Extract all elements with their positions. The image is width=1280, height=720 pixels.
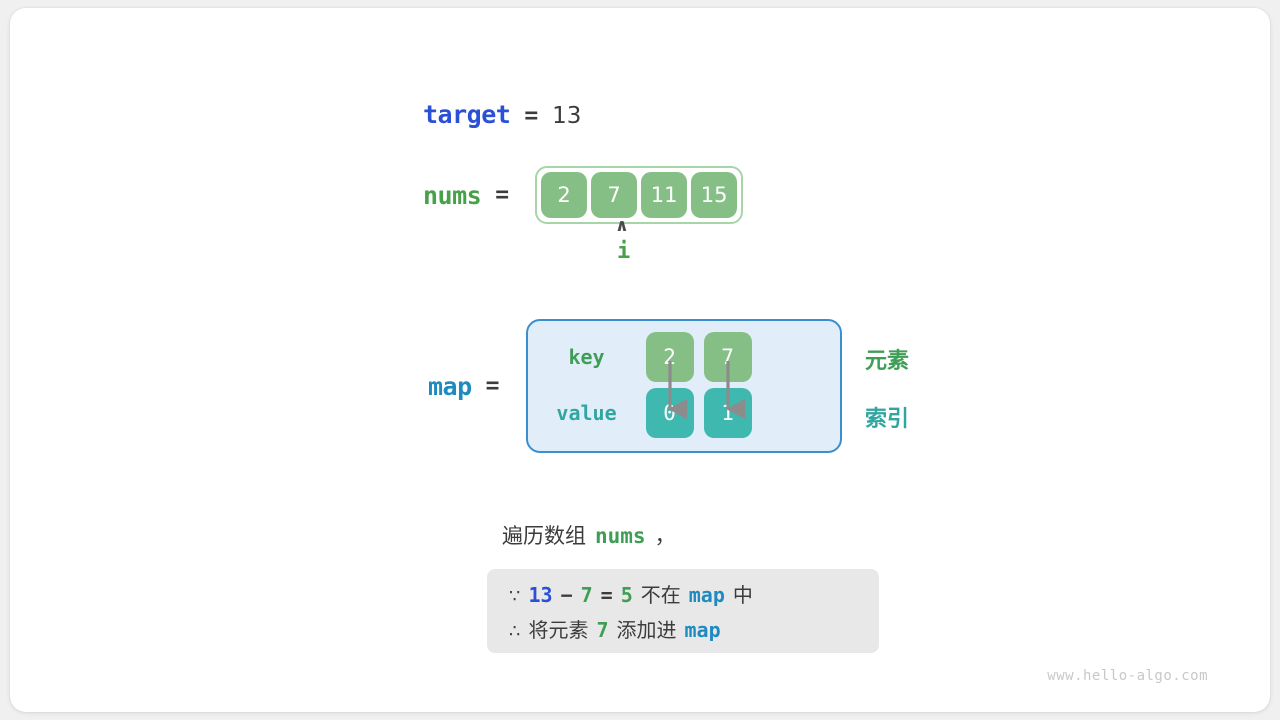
side-label-element: 元素 xyxy=(865,349,910,374)
note2-map: map xyxy=(684,618,721,642)
map-key-cell: 2 xyxy=(645,332,694,382)
explanation-line-1: ∵ 13 − 7 = 5 不在 map 中 xyxy=(509,579,879,608)
array-container: 2 7 11 15 xyxy=(535,166,744,224)
map-container: key 2 7 value 0 1 xyxy=(525,319,842,453)
pointer-caret-icon: ∧ xyxy=(615,216,629,236)
caption-prefix: 遍历数组 xyxy=(502,524,586,548)
nums-equals: = xyxy=(495,182,510,208)
caption-code: nums xyxy=(595,524,646,548)
map-value-cells: 0 1 xyxy=(645,388,752,438)
map-row: map = key 2 7 value 0 1 xyxy=(428,319,842,453)
therefore-symbol: ∴ xyxy=(509,621,521,642)
target-row: target = 13 xyxy=(423,100,581,129)
explanation-box: ∵ 13 − 7 = 5 不在 map 中 ∴ 将元素 7 添加进 map xyxy=(487,569,879,653)
map-value-row: value 0 1 xyxy=(528,387,840,439)
map-equals: = xyxy=(485,373,500,399)
pointer-label: i xyxy=(617,239,631,264)
map-key-row-label: key xyxy=(568,345,605,369)
map-key-cells: 2 7 xyxy=(645,332,752,382)
note1-result: 5 xyxy=(620,583,633,607)
map-key-row: key 2 7 xyxy=(528,331,840,383)
nums-row: nums = 2 7 11 15 xyxy=(423,166,744,224)
caption-suffix: ， xyxy=(654,524,676,548)
array-cell: 11 xyxy=(641,172,688,218)
note1-eq: = xyxy=(600,583,613,607)
note1-b: 7 xyxy=(580,583,593,607)
target-value: 13 xyxy=(552,103,582,129)
watermark: www.hello-algo.com xyxy=(1047,668,1208,684)
note2-text-start: 将元素 xyxy=(528,618,589,642)
because-symbol: ∵ xyxy=(509,586,521,607)
note1-a: 13 xyxy=(528,583,553,607)
map-label: map xyxy=(428,371,472,401)
array-cell: 7 xyxy=(591,172,638,218)
diagram-card: target = 13 nums = 2 7 11 15 ∧ i map = k… xyxy=(10,8,1270,712)
map-value-cell: 1 xyxy=(703,388,752,438)
nums-label: nums xyxy=(423,180,482,210)
side-label-index: 索引 xyxy=(865,407,910,432)
map-side-labels: 元素 索引 xyxy=(865,343,909,433)
array-cell: 2 xyxy=(541,172,588,218)
note1-map: map xyxy=(688,583,725,607)
target-label: target xyxy=(423,100,511,129)
target-equals: = xyxy=(524,103,539,129)
array-cell: 15 xyxy=(691,172,738,218)
map-key-cell: 7 xyxy=(703,332,752,382)
caption-text: 遍历数组 nums ， xyxy=(502,520,676,550)
explanation-line-2: ∴ 将元素 7 添加进 map xyxy=(509,614,879,643)
note1-text-end: 中 xyxy=(732,583,753,607)
note2-value: 7 xyxy=(596,618,609,642)
map-value-row-label: value xyxy=(556,401,617,425)
note2-text-mid: 添加进 xyxy=(616,618,677,642)
map-value-cell: 0 xyxy=(645,388,694,438)
note1-minus: − xyxy=(560,583,573,607)
note1-text-mid: 不在 xyxy=(640,583,681,607)
